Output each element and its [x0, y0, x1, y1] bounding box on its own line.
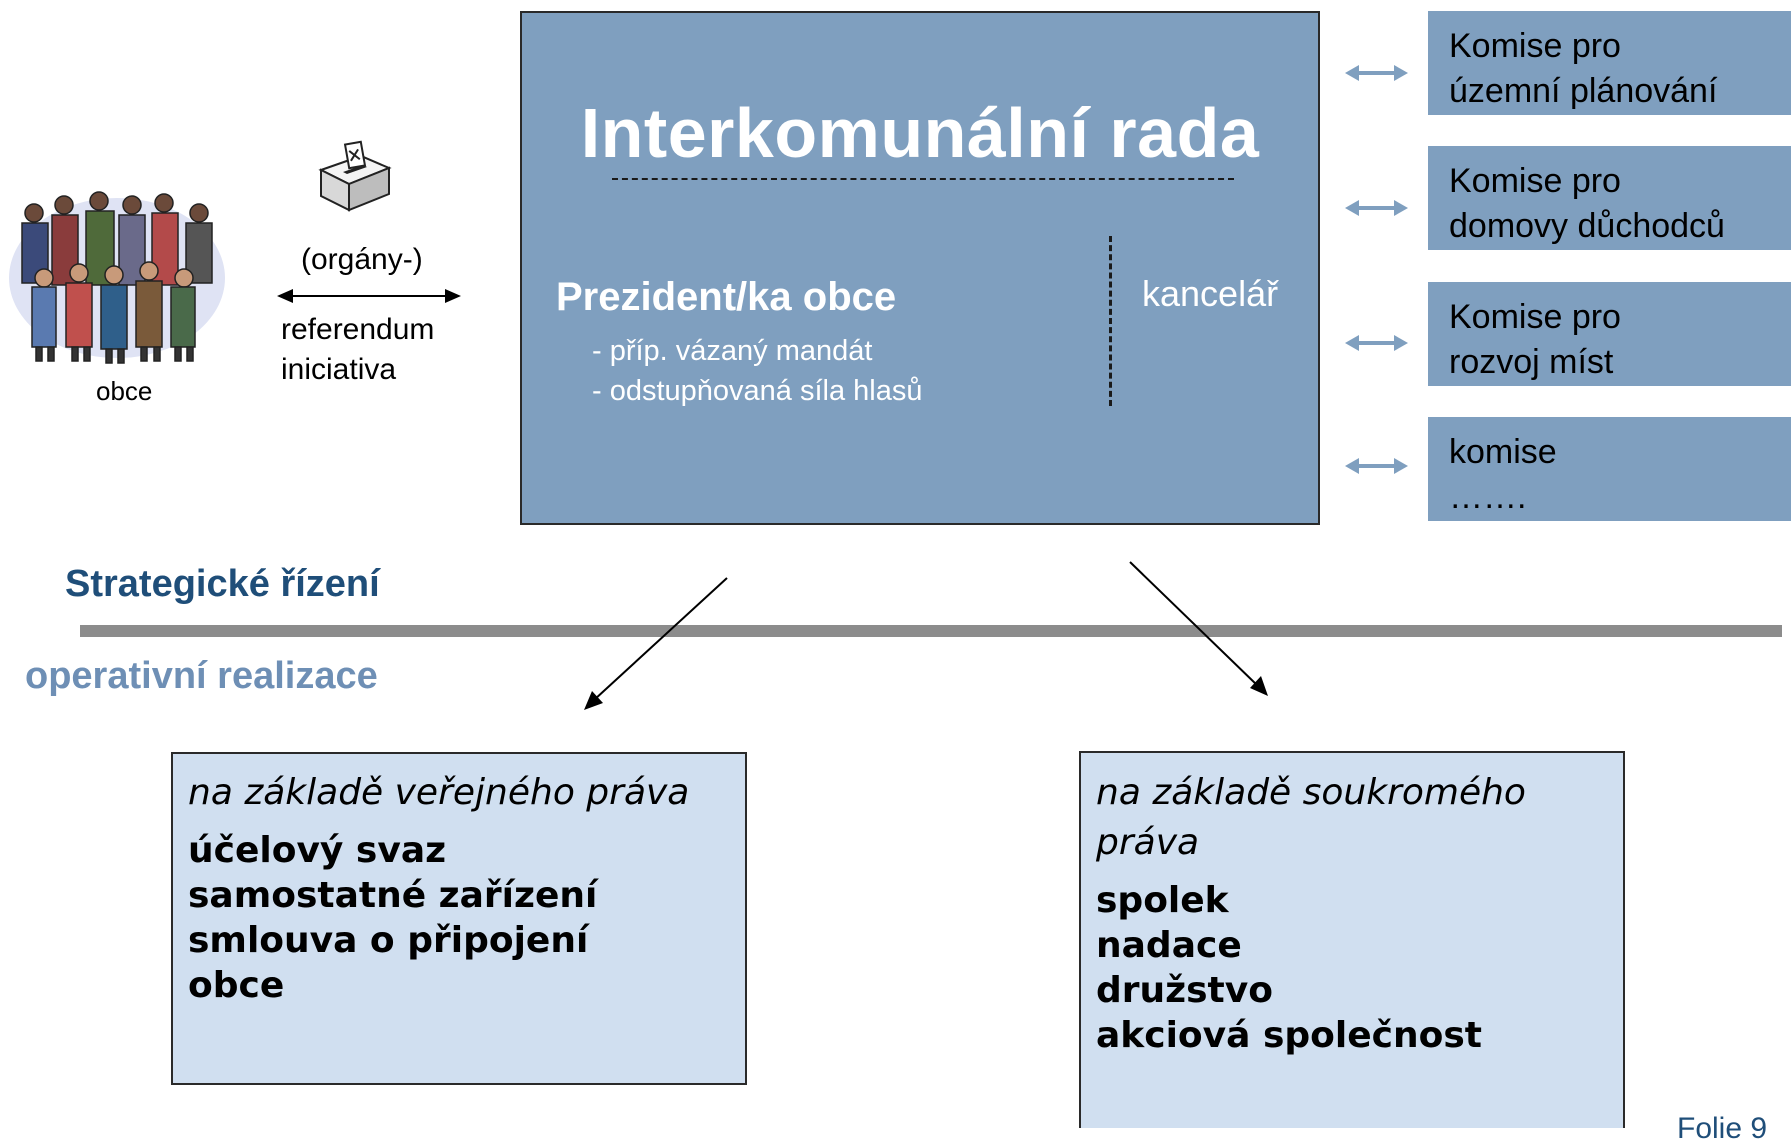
- president-notes: - příp. vázaný mandát - odstupňovaná síl…: [592, 331, 923, 411]
- crowd-people-illustration: [9, 191, 225, 364]
- commission-line: domovy důchodců: [1449, 207, 1725, 245]
- president-note: - odstupňovaná síla hlasů: [592, 375, 923, 407]
- commission-line: Komise pro: [1449, 298, 1621, 336]
- double-arrow-icon: [1345, 458, 1408, 474]
- private-law-item: nadace: [1096, 925, 1242, 966]
- slide-number: Folie 9: [1677, 1112, 1768, 1145]
- operational-implementation-label: operativní realizace: [25, 655, 378, 697]
- public-law-box: na základě veřejného práva účelový svaz …: [171, 752, 747, 1085]
- council-title: Interkomunální rada: [580, 94, 1260, 172]
- commission-line: Komise pro: [1449, 162, 1621, 200]
- public-law-item: obce: [188, 965, 285, 1006]
- referendum-label: referendum iniciativa: [281, 310, 434, 390]
- referendum-text: referendum: [281, 313, 435, 346]
- private-law-item: družstvo: [1096, 970, 1273, 1011]
- private-law-item: spolek: [1096, 880, 1229, 921]
- referendum-organs-label: (orgány-): [301, 243, 423, 276]
- level-divider-bar: [80, 625, 1782, 637]
- office-label: kancelář: [1142, 273, 1279, 314]
- intercommunal-council-box: Interkomunální rada Prezident/ka obce - …: [520, 11, 1320, 525]
- arrow-to-public-law: [584, 577, 728, 710]
- commission-line: rozvoj míst: [1449, 343, 1614, 381]
- private-law-item: akciová společnost: [1096, 1015, 1482, 1056]
- double-arrow-icon: [1345, 335, 1408, 351]
- ballot-box-icon: [318, 140, 392, 212]
- public-law-item: smlouva o připojení: [188, 920, 589, 961]
- commission-box-retirement-homes: Komise pro domovy důchodců: [1428, 146, 1791, 250]
- public-law-item: účelový svaz: [188, 830, 447, 871]
- council-vertical-divider: [1109, 236, 1112, 406]
- commission-box-spatial-planning: Komise pro územní plánování: [1428, 11, 1791, 115]
- crowd-label: obce: [96, 376, 153, 406]
- public-law-item: samostatné zařízení: [188, 875, 598, 916]
- president-note: - příp. vázaný mandát: [592, 335, 873, 367]
- initiative-text: iniciativa: [281, 353, 397, 386]
- strategic-management-label: Strategické řízení: [65, 563, 380, 605]
- private-law-box: na základě soukromého práva spolek nadac…: [1079, 751, 1625, 1128]
- commission-box-local-development: Komise pro rozvoj míst: [1428, 282, 1791, 386]
- commission-box-other: komise …….: [1428, 417, 1791, 521]
- private-law-heading: na základě soukromého práva: [1096, 772, 1526, 863]
- double-arrow-icon: [1345, 200, 1408, 216]
- commission-line: komise: [1449, 433, 1557, 471]
- president-label: Prezident/ka obce: [556, 275, 897, 319]
- double-arrow-icon: [277, 289, 461, 303]
- commission-line: …….: [1449, 478, 1527, 516]
- public-law-heading: na základě veřejného práva: [188, 772, 690, 813]
- double-arrow-icon: [1345, 65, 1408, 81]
- commission-line: územní plánování: [1449, 72, 1718, 110]
- council-title-divider: [612, 178, 1234, 180]
- commission-line: Komise pro: [1449, 27, 1621, 65]
